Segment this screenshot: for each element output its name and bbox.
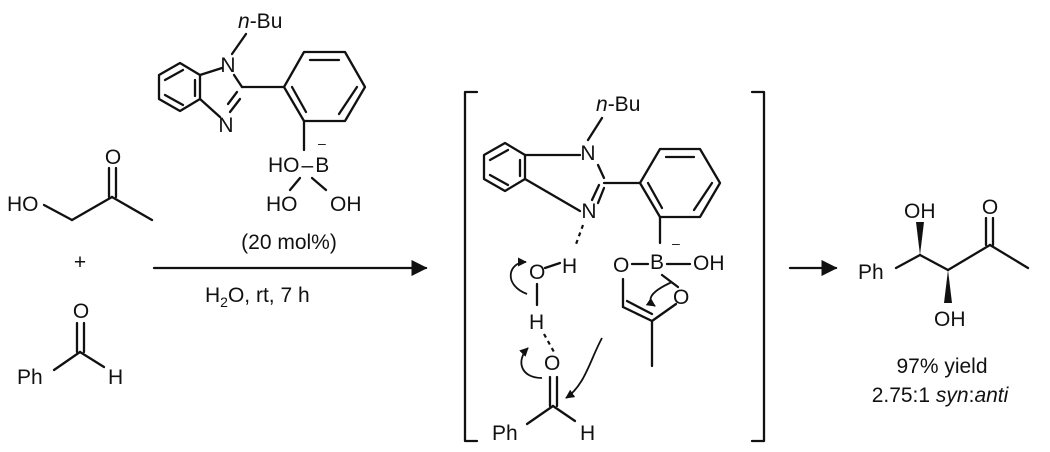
bond-c3-ch3 <box>988 243 1030 270</box>
aldol-product: Ph O OH OH 97% yield 2.75:1 syn:anti <box>858 196 1030 407</box>
label-H: H <box>108 366 123 389</box>
curly-arrow-2 <box>519 347 543 379</box>
label-OH-right: OH <box>330 193 362 216</box>
bond-c-ch3 <box>110 195 154 222</box>
label-O: O <box>73 300 89 323</box>
ts-boron: B <box>650 251 664 274</box>
ts-phenyl-ring <box>638 147 722 219</box>
product-Ph: Ph <box>858 261 884 284</box>
bond-c2-c3 <box>946 243 992 272</box>
boron-charge: – <box>318 135 326 151</box>
catalyst-structure: N N n-Bu HO–B – HO OH <box>157 10 367 216</box>
product-yield: 97% yield <box>896 355 987 378</box>
hydroxyacetone: HO O <box>7 146 154 222</box>
ts-water-H: H <box>529 311 544 334</box>
benzaldehyde: Ph O H <box>17 300 123 389</box>
ts-enol-double-1 <box>621 305 654 323</box>
ts-enol-double-2 <box>625 299 654 316</box>
ts-boron-charge: – <box>672 235 680 251</box>
ts-ring-O: O <box>673 286 689 309</box>
product-OH-top: OH <box>904 200 936 223</box>
ts-atom-N3: N <box>581 200 596 223</box>
product-OH-bottom: OH <box>934 308 966 331</box>
catalyst-benzo-double-bonds <box>163 68 197 107</box>
label-Ph: Ph <box>17 366 43 389</box>
curly-arrow-3 <box>565 337 603 399</box>
label-HO-left: HO <box>266 193 298 216</box>
bond-ph-c1 <box>894 253 922 270</box>
ts-aldehyde-Ph: Ph <box>492 422 518 445</box>
catalyst-loading: (20 mol%) <box>241 231 337 254</box>
bond-b-oh-right <box>310 176 328 192</box>
ts-aldehyde-H: H <box>580 422 595 445</box>
curly-arrow-1 <box>509 257 528 295</box>
bond-c1-c2 <box>918 253 950 272</box>
ts-water-O: O <box>529 261 545 284</box>
label-HO: HO <box>7 193 39 216</box>
ts-bond-n-butyl <box>586 116 604 142</box>
n-butyl-label: n-Bu <box>238 10 282 33</box>
ts-bond-ph-c <box>525 404 555 426</box>
ts-hbond-H: H <box>562 255 577 278</box>
ts-phenyl-double-bonds <box>646 155 714 212</box>
catalyst-phenyl-double-bonds <box>290 58 359 116</box>
ts-enolate-O: O <box>613 254 629 277</box>
bond-o-ch2 <box>42 203 74 222</box>
ts-imidazole-double <box>590 183 601 202</box>
atom-N1: N <box>220 54 235 77</box>
ts-bond-c-oring <box>650 302 678 323</box>
ts-imidazole <box>523 153 606 213</box>
product-O: O <box>982 196 998 219</box>
catalyst-phenyl-ring <box>282 50 367 123</box>
ts-bond-c-h <box>551 404 577 423</box>
ts-boron-OH: OH <box>693 252 725 275</box>
conditions-label: H2O, rt, 7 h <box>205 284 310 310</box>
product-ratio: 2.75:1 syn:anti <box>872 384 1010 407</box>
hbond-n-h <box>573 224 585 248</box>
label-HO-B: HO–B <box>268 154 329 177</box>
catalyst-imidazole-double <box>226 90 239 106</box>
ts-bond-h-water <box>543 261 562 270</box>
bond-ph-c <box>52 350 82 372</box>
transition-state: N N n-Bu H O H O B – OH O O P <box>463 90 766 445</box>
bracket-left <box>463 90 479 443</box>
bond-n-butyl <box>230 32 248 56</box>
ts-n-butyl-label: n-Bu <box>596 93 640 116</box>
atom-N3: N <box>218 114 233 137</box>
hbond-h-o <box>543 333 555 353</box>
ts-benzo-double-bonds <box>488 148 522 187</box>
bracket-right <box>750 90 766 443</box>
plus-sign: + <box>74 251 86 274</box>
wedge-oh-bottom <box>944 270 952 303</box>
wedge-oh-top <box>916 222 924 255</box>
bond-ch2-c <box>70 195 114 222</box>
ts-aldehyde-O: O <box>544 352 560 375</box>
bond-b-oh-left <box>288 176 302 192</box>
catalyst-imidazole <box>198 66 244 119</box>
label-O: O <box>105 146 121 169</box>
ts-bond-b-o <box>660 273 680 289</box>
curly-arrow-4 <box>645 281 673 307</box>
bond-c-h <box>78 350 106 369</box>
ts-atom-N1: N <box>580 142 595 165</box>
